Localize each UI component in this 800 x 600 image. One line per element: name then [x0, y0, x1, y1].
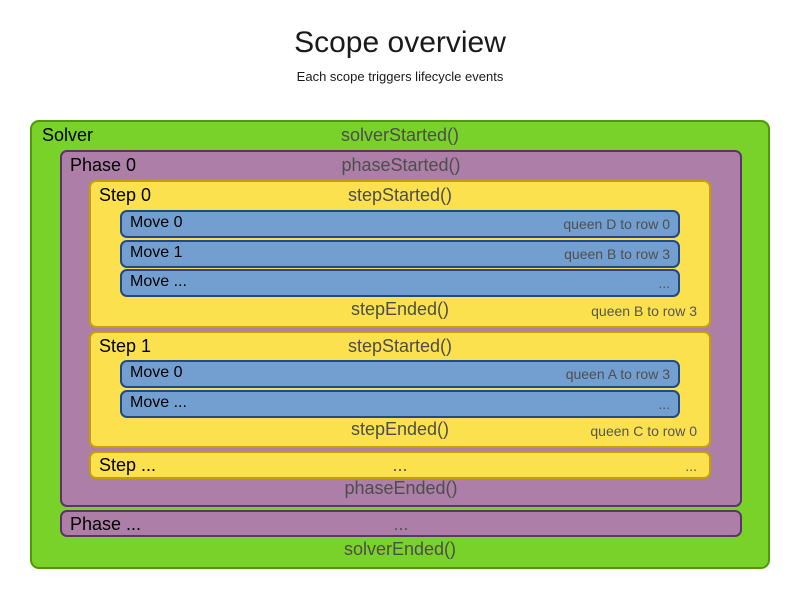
- step0-move1-label: Move 1: [130, 244, 183, 261]
- step-more-right-dots: ...: [685, 458, 697, 474]
- step0-move0-box: Move 0 queen D to row 0: [120, 210, 680, 238]
- phase0-label: Phase 0: [70, 155, 137, 175]
- step-more-center-dots: ...: [392, 455, 408, 475]
- step0-move0-annotation: queen D to row 0: [563, 216, 670, 232]
- phase-more-row: Phase ... ...: [62, 512, 740, 540]
- step1-move0-annotation: queen A to row 3: [565, 366, 670, 382]
- step0-move1-box: Move 1 queen B to row 3: [120, 240, 680, 268]
- page-title: Scope overview: [294, 26, 506, 59]
- step0-header-row: Step 0 stepStarted(): [91, 182, 709, 210]
- phase-more-center-dots: ...: [393, 514, 409, 534]
- phase-more-scope-box: Phase ... ...: [60, 510, 742, 537]
- phase0-footer-row: phaseEnded(): [62, 478, 740, 502]
- step-more-scope-box: Step ... ... ...: [89, 451, 711, 479]
- step1-scope-box: Step 1 stepStarted() Move 0 queen A to r…: [89, 331, 711, 448]
- step1-ended-annotation: queen C to row 0: [590, 423, 697, 439]
- step0-footer-row: stepEnded() queen B to row 3: [91, 299, 709, 323]
- step1-move-more-annotation: ...: [658, 396, 670, 412]
- step0-ended-event: stepEnded(): [350, 299, 450, 319]
- phase0-header-row: Phase 0 phaseStarted(): [62, 152, 740, 180]
- step0-ended-annotation: queen B to row 3: [591, 303, 697, 319]
- step0-move1-annotation: queen B to row 3: [564, 246, 670, 262]
- step1-header-row: Step 1 stepStarted(): [91, 333, 709, 361]
- step1-move0-box: Move 0 queen A to row 3: [120, 360, 680, 388]
- step0-move0-label: Move 0: [130, 214, 183, 231]
- step0-move-more-label: Move ...: [130, 273, 187, 290]
- solver-footer-row: solverEnded(): [32, 539, 768, 563]
- step1-move-more-box: Move ... ...: [120, 390, 680, 418]
- phase-more-label: Phase ...: [70, 514, 142, 534]
- page-subtitle: Each scope triggers lifecycle events: [296, 69, 504, 84]
- step0-started-event: stepStarted(): [347, 185, 453, 205]
- solver-label: Solver: [42, 125, 94, 145]
- solver-started-event: solverStarted(): [340, 125, 460, 145]
- step1-ended-event: stepEnded(): [350, 419, 450, 439]
- phase0-scope-box: Phase 0 phaseStarted() Step 0 stepStarte…: [60, 150, 742, 507]
- step0-move-more-box: Move ... ...: [120, 269, 680, 297]
- step0-label: Step 0: [99, 185, 152, 205]
- step1-footer-row: stepEnded() queen C to row 0: [91, 419, 709, 443]
- solver-header-row: Solver solverStarted(): [32, 122, 768, 150]
- solver-scope-box: Solver solverStarted() Phase 0 phaseStar…: [30, 120, 770, 569]
- step1-label: Step 1: [99, 336, 152, 356]
- solver-ended-event: solverEnded(): [343, 539, 457, 559]
- step1-move0-label: Move 0: [130, 364, 183, 381]
- phase0-started-event: phaseStarted(): [341, 155, 461, 175]
- step1-started-event: stepStarted(): [347, 336, 453, 356]
- step-more-row: Step ... ... ...: [91, 453, 709, 481]
- step0-move-more-annotation: ...: [658, 275, 670, 291]
- step0-scope-box: Step 0 stepStarted() Move 0 queen D to r…: [89, 180, 711, 328]
- step1-move-more-label: Move ...: [130, 394, 187, 411]
- step-more-label: Step ...: [99, 455, 157, 475]
- phase0-ended-event: phaseEnded(): [344, 478, 458, 498]
